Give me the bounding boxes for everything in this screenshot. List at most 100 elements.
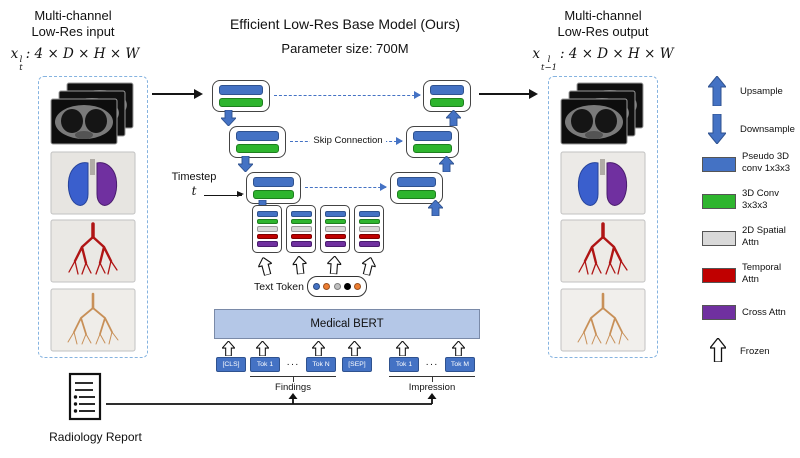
timestep-symbol: t [191,184,197,198]
legend-spatial-attn-label: 2D Spatial Attn [742,225,786,248]
conv3d-bar [430,97,464,107]
radiology-report-label: Radiology Report [49,430,142,444]
spatial-attn-bar [358,226,380,232]
skip-connection-arrow-3 [305,183,387,192]
token-dot [343,283,351,290]
output-ct-volume-thumbnail [560,82,644,145]
encoder-block-3 [246,172,301,204]
input-formula-var: x [10,46,19,62]
temporal-attn-bar [324,233,346,240]
report-document-icon [68,372,102,421]
input-title-line2: Low-Res input [31,24,115,39]
legend-temporal-attn-swatch [702,268,736,283]
conv3d-bar [290,218,312,225]
medical-bert-box: Medical BERT [214,309,480,339]
pseudo3d-conv-bar [256,211,278,218]
output-lung-segmentation-thumbnail [560,151,646,215]
token-tok1-impression: Tok 1 [389,357,419,372]
output-panel-title: Multi-channel Low-Res output [528,8,678,40]
model-title: Efficient Low-Res Base Model (Ours) [229,16,461,32]
legend-frozen-label: Frozen [740,346,770,357]
spatial-attn-bar [256,226,278,232]
impression-label: Impression [408,382,456,393]
token-ellipsis: ··· [286,359,300,370]
medical-bert-label: Medical BERT [310,318,384,330]
temporal-attn-bar [256,233,278,240]
output-flow-arrow [479,88,538,99]
legend-frozen-arrow-icon [708,336,728,367]
decoder-block-2 [406,126,459,158]
output-formula-rest: : 4 × D × H × W [559,46,674,62]
decoder-block-1 [423,80,471,112]
model-param-size: Parameter size: 700M [281,41,409,56]
legend-cross-attn-label: Cross Attn [742,307,786,318]
temporal-attn-bar [290,233,312,240]
upsample-arrow-icon [437,155,456,177]
pseudo3d-conv-bar [430,85,464,95]
output-formula-sup: l [547,55,551,65]
input-panel-title: Multi-channel Low-Res input [8,8,138,40]
bottleneck-block-1 [252,205,282,253]
pseudo3d-conv-bar [397,177,436,187]
timestep-label: Timestep [171,171,217,183]
frozen-arrow-icon [451,340,466,361]
conv3d-bar [358,218,380,225]
frozen-arrow-icon [291,255,308,279]
legend-conv3d-label: 3D Conv 3x3x3 [742,188,779,211]
conv3d-bar [256,218,278,225]
pseudo3d-conv-bar [236,131,279,141]
text-token-label: Text Token [253,281,304,293]
input-title-line1: Multi-channel [34,8,112,23]
output-title-line1: Multi-channel [564,8,642,23]
frozen-arrow-icon [326,255,343,280]
output-airway-tree-thumbnail [560,219,646,283]
conv3d-bar [236,143,279,153]
legend-upsample-label: Upsample [740,86,783,97]
upsample-arrow-icon [444,109,463,131]
token-ellipsis: ··· [425,359,439,370]
downsample-arrow-icon [236,155,255,177]
impression-bracket [389,376,475,382]
temporal-attn-bar [358,233,380,240]
output-title-line2: Low-Res output [557,24,649,39]
frozen-arrow-icon [256,256,275,282]
token-dot [313,283,321,290]
input-airway-tree-thumbnail [50,219,136,283]
token-cls: [CLS] [216,357,246,372]
pseudo3d-conv-bar [324,211,346,218]
bottleneck-block-4 [354,205,384,253]
legend-temporal-attn-label: Temporal Attn [742,262,782,285]
decoder-block-3 [390,172,443,204]
conv3d-bar [413,143,452,153]
token-tokM: Tok M [445,357,475,372]
token-tokN: Tok N [306,357,336,372]
conv3d-bar [324,218,346,225]
pseudo3d-conv-bar [290,211,312,218]
token-dot [353,283,361,290]
token-sep: [SEP] [342,357,372,372]
frozen-arrow-icon [311,340,326,361]
output-formula-sub: t−1 [541,63,557,73]
input-ct-volume-thumbnail [50,82,134,145]
frozen-arrow-icon [347,340,362,361]
legend-downsample-arrow-icon [706,113,728,149]
cross-attn-bar [290,240,312,247]
legend-upsample-arrow-icon [706,75,728,111]
pseudo3d-conv-bar [219,85,263,95]
cross-attn-bar [358,240,380,247]
skip-connection-arrow-1 [274,91,421,100]
output-vessel-tree-thumbnail [560,288,646,352]
token-tok1-findings: Tok 1 [250,357,280,372]
input-vessel-tree-thumbnail [50,288,136,352]
frozen-arrow-icon [358,256,377,282]
spatial-attn-bar [324,226,346,232]
input-flow-arrow [152,88,203,99]
upsample-arrow-icon [426,199,445,221]
cross-attn-bar [256,240,278,247]
pseudo3d-conv-bar [413,131,452,141]
skip-connection-label: Skip Connection [310,135,386,147]
